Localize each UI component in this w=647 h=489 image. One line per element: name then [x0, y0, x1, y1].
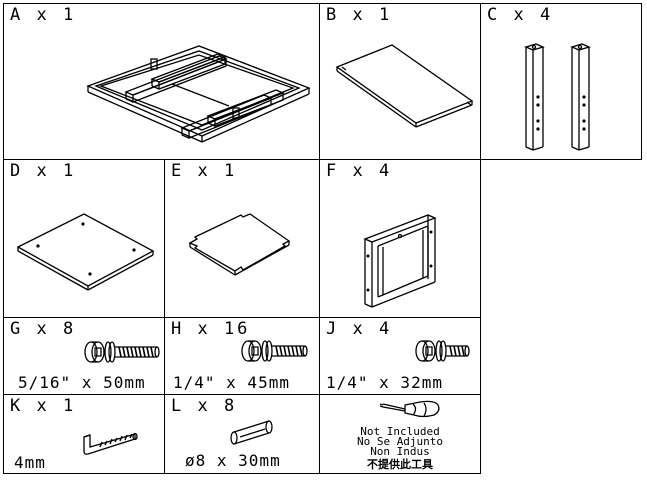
- part-a-label: A x 1: [10, 5, 77, 25]
- part-k-hex-key-illustration: [83, 432, 138, 455]
- part-e-label: E x 1: [171, 161, 238, 181]
- part-a-frame-illustration: [86, 45, 311, 143]
- part-d-label: D x 1: [10, 161, 77, 181]
- part-k-size: 4mm: [14, 453, 46, 472]
- part-k-label: K x 1: [10, 396, 77, 416]
- part-d-board-illustration: [16, 213, 155, 291]
- part-j-bolt-illustration: [415, 340, 470, 362]
- part-l-dowel-illustration: [230, 420, 273, 445]
- part-d-panel: D x 1: [3, 159, 165, 318]
- not-included-spanish: No Se Adjunto: [356, 435, 444, 448]
- part-e-board-illustration: [188, 213, 291, 276]
- screwdriver-icon: [379, 400, 440, 418]
- part-h-bolt-illustration: [241, 340, 308, 362]
- part-a-panel: A x 1: [3, 3, 320, 160]
- part-b-shelf-illustration: [335, 44, 474, 128]
- part-h-label: H x 16: [171, 319, 251, 339]
- tools-not-included-panel: Not Included No Se Adjunto Non Indus 不提供…: [319, 394, 481, 474]
- part-h-size: 1/4" x 45mm: [173, 373, 290, 392]
- part-g-bolt-illustration: [84, 341, 160, 363]
- part-c-label: C x 4: [487, 5, 554, 25]
- part-l-label: L x 8: [171, 396, 238, 416]
- part-g-panel: G x 8 5/16" x 50mm: [3, 317, 165, 395]
- part-e-panel: E x 1: [164, 159, 320, 318]
- not-included-french: Non Indus: [370, 445, 430, 458]
- part-l-size: ø8 x 30mm: [185, 451, 281, 470]
- part-c-leg-illustration: [524, 43, 591, 151]
- part-j-label: J x 4: [326, 319, 393, 339]
- part-h-panel: H x 16 1/4" x 45mm: [164, 317, 320, 395]
- part-j-size: 1/4" x 32mm: [326, 373, 443, 392]
- part-f-label: F x 4: [326, 161, 393, 181]
- part-g-size: 5/16" x 50mm: [18, 373, 146, 392]
- part-f-drawer-illustration: [363, 214, 437, 308]
- part-l-panel: L x 8 ø8 x 30mm: [164, 394, 320, 474]
- part-b-panel: B x 1: [319, 3, 481, 160]
- part-k-panel: K x 1 4mm: [3, 394, 165, 474]
- not-included-chinese: 不提供此工具: [367, 458, 433, 471]
- not-included-english: Not Included: [360, 425, 440, 438]
- part-f-panel: F x 4: [319, 159, 481, 318]
- part-c-panel: C x 4: [480, 3, 642, 160]
- part-g-label: G x 8: [10, 319, 77, 339]
- part-j-panel: J x 4 1/4" x 32mm: [319, 317, 481, 395]
- part-b-label: B x 1: [326, 5, 393, 25]
